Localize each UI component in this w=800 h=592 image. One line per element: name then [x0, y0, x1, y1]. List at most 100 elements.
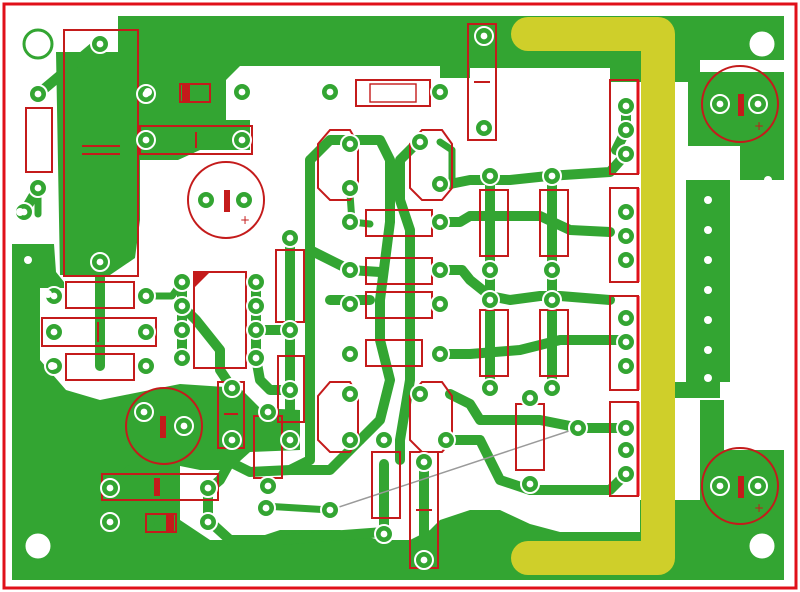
pad-drill-hole	[716, 482, 724, 490]
pad-drill-hole	[142, 292, 150, 300]
pad-drill-hole	[436, 218, 444, 226]
pad-drill-hole	[416, 390, 424, 398]
via-hole	[44, 290, 52, 298]
pad-drill-hole	[264, 482, 272, 490]
pad-drill-hole	[420, 556, 428, 564]
ecap-center-left-band	[224, 190, 230, 212]
via-hole	[764, 386, 772, 394]
resistor-top-outline	[355, 79, 431, 107]
via-hole	[764, 206, 772, 214]
via-hole	[764, 176, 772, 184]
ic-dip8-outline	[193, 271, 247, 369]
pad-drill-hole	[486, 266, 494, 274]
pad-drill-hole	[50, 292, 58, 300]
pad-drill-hole	[436, 180, 444, 188]
ecap-center-left-plus: +	[240, 213, 250, 227]
pad-drill-hole	[142, 328, 150, 336]
resistor-bottom-center-outline	[371, 451, 401, 519]
pad-drill-hole	[96, 258, 104, 266]
copper-pour-top	[56, 16, 784, 275]
pad-drill-hole	[622, 150, 630, 158]
pad-drill-hole	[548, 384, 556, 392]
pad-drill-hole	[106, 484, 114, 492]
ecap-bottom-left-outline	[125, 387, 203, 465]
cap-film-large-outline	[63, 29, 139, 277]
pad-drill-hole	[622, 126, 630, 134]
pad-drill-hole	[622, 232, 630, 240]
resistor-left-1-outline	[65, 281, 135, 309]
pad-drill-hole	[202, 196, 210, 204]
ic-dip8-pin1-mark	[194, 272, 210, 288]
resistor-left-vertical-outline	[25, 107, 53, 173]
trace-bottom-left-loop	[203, 515, 389, 545]
via-hole	[144, 88, 152, 96]
pad-drill-hole	[178, 278, 186, 286]
diode-bottom-left-band	[154, 478, 160, 496]
via-hole	[16, 208, 24, 216]
pad-drill-hole	[228, 436, 236, 444]
pad-drill-hole	[204, 484, 212, 492]
pad-drill-hole	[240, 196, 248, 204]
pad-drill-hole	[252, 326, 260, 334]
mounting-hole-bottom-left	[22, 530, 54, 562]
mounting-hole-top-right	[746, 28, 778, 60]
pad-drill-hole	[486, 384, 494, 392]
via-hole	[704, 346, 712, 354]
diode-top-outline	[179, 83, 211, 103]
pad-drill-hole	[486, 172, 494, 180]
mounting-hole-top-left	[22, 28, 54, 60]
via-hole	[704, 256, 712, 264]
pad-drill-hole	[326, 88, 334, 96]
mounting-hole-bottom-right	[746, 530, 778, 562]
pad-drill-hole	[228, 384, 236, 392]
pad-drill-hole	[264, 408, 272, 416]
pad-drill-hole	[34, 90, 42, 98]
pad-drill-hole	[180, 422, 188, 430]
pad-drill-hole	[346, 300, 354, 308]
pad-drill-hole	[252, 302, 260, 310]
pad-drill-hole	[622, 362, 630, 370]
pad-drill-hole	[346, 140, 354, 148]
pad-drill-hole	[622, 102, 630, 110]
ecap-bottom-right-plus: +	[754, 501, 764, 515]
pad-drill-hole	[548, 266, 556, 274]
pad-drill-hole	[50, 328, 58, 336]
pad-drill-hole	[622, 470, 630, 478]
pad-drill-hole	[346, 184, 354, 192]
pad-drill-hole	[286, 326, 294, 334]
pad-drill-hole	[754, 100, 762, 108]
via-hole	[24, 256, 32, 264]
resistor-ic-right2-outline	[277, 355, 305, 423]
ecap-bottom-right-outline	[701, 447, 779, 525]
ecap-center-left-outline	[187, 161, 265, 239]
pad-drill-hole	[286, 386, 294, 394]
trace-top-diagonal	[33, 37, 105, 99]
cap-film-vertical-top-outline	[467, 23, 497, 141]
mounting-holes	[22, 28, 778, 562]
ecap-top-right-band	[738, 94, 744, 116]
pad-drill-hole	[380, 436, 388, 444]
pad-drill-hole	[574, 424, 582, 432]
pad-drill-hole	[526, 394, 534, 402]
pad-drill-hole	[346, 266, 354, 274]
transistor-top-right-outline	[409, 129, 453, 201]
pad-drill-hole	[622, 338, 630, 346]
pad-drill-hole	[754, 482, 762, 490]
via-hole	[764, 326, 772, 334]
pad-drill-hole	[286, 436, 294, 444]
pad-drill-hole	[140, 408, 148, 416]
resistor-right-3-outline	[479, 309, 509, 377]
copper-pour-right-strip	[686, 180, 730, 382]
pad-drill-hole	[346, 350, 354, 358]
pad-drill-hole	[252, 354, 260, 362]
pad-drill-hole	[178, 302, 186, 310]
resistor-left-2-outline	[65, 353, 135, 381]
diode-top-band	[182, 84, 190, 102]
pad-drill-hole	[622, 208, 630, 216]
via-hole	[704, 226, 712, 234]
trace-row-1	[435, 211, 615, 237]
via-hole	[676, 86, 684, 94]
pad-drill-hole	[622, 314, 630, 322]
